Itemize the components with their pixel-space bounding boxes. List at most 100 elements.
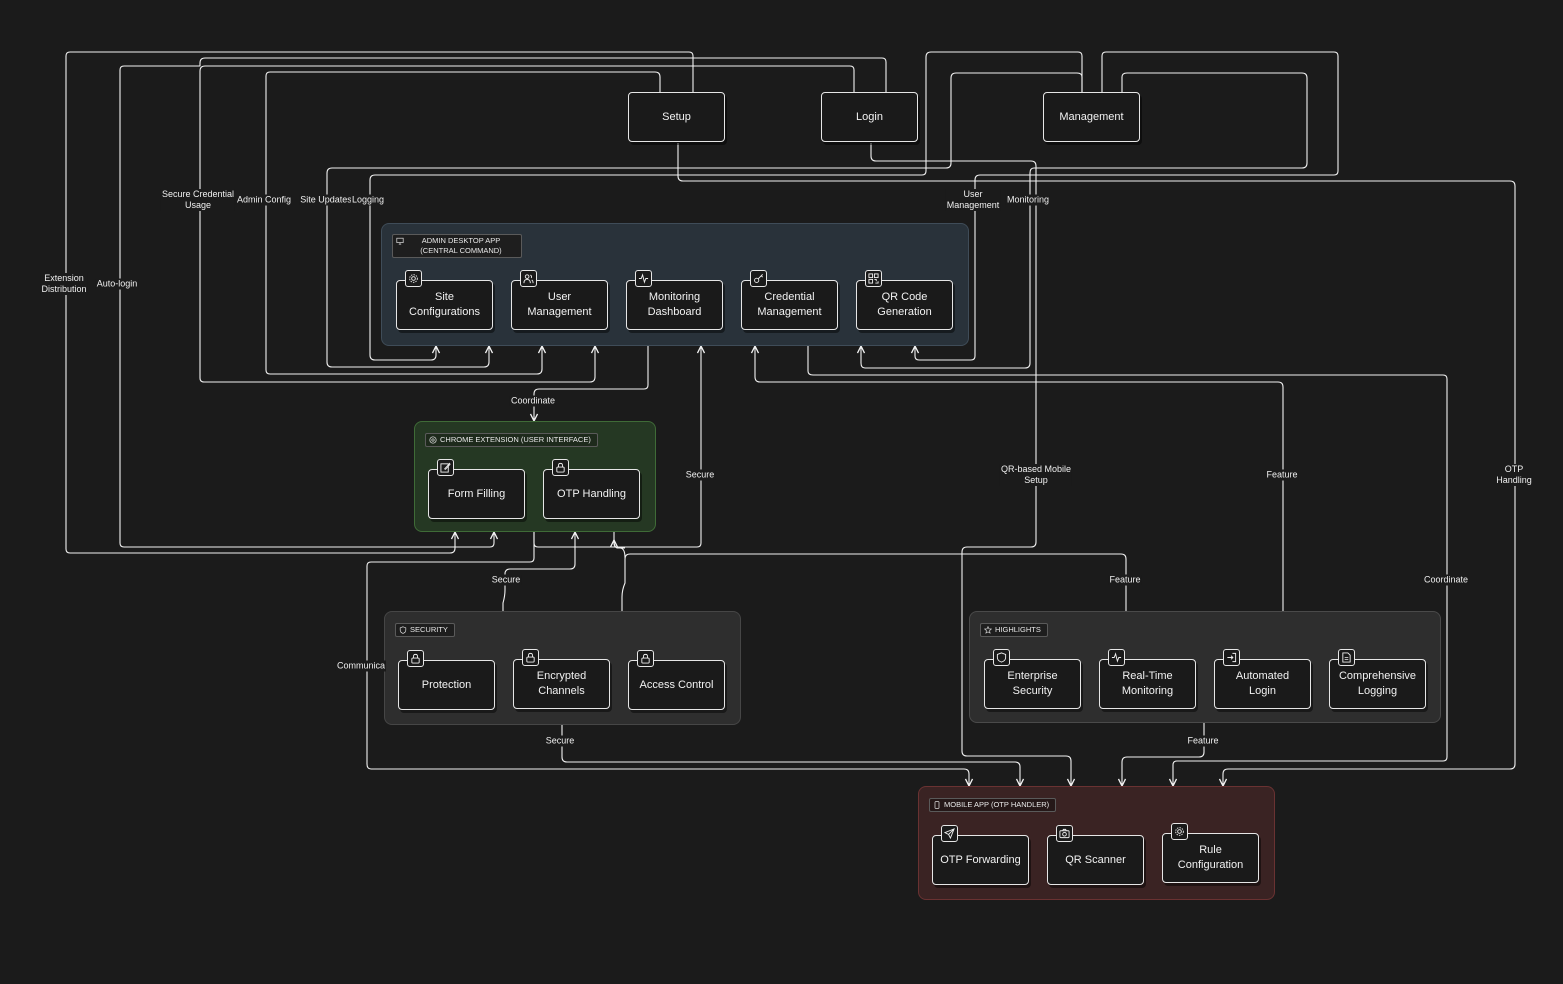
enterprise-security-node: Enterprise Security	[984, 649, 1081, 709]
monitoring-dashboard-node: Monitoring Dashboard	[626, 270, 723, 330]
encrypted-channels-node: Encrypted Channels	[513, 649, 610, 709]
shield-icon	[399, 626, 407, 634]
form-filling-node: Form Filling	[428, 459, 525, 519]
chrome-group-label: CHROME EXTENSION (USER INTERFACE)	[425, 433, 598, 447]
edge-label-secure-chrome: Secure	[490, 574, 522, 586]
real-time-monitoring-label: Real-Time Monitoring	[1121, 670, 1174, 697]
edge-feature-mobile	[1122, 723, 1205, 786]
access-control-node: Access Control	[628, 650, 725, 710]
rule-configuration-label: Rule Configuration	[1177, 844, 1244, 871]
edge-user-management	[915, 51, 1339, 361]
credential-management-label: Credential Management	[757, 291, 822, 318]
admin-group-title: ADMIN DESKTOP APP (CENTRAL COMMAND)	[420, 236, 502, 255]
credential-management-node: Credential Management	[741, 270, 838, 330]
lock-icon	[552, 459, 569, 476]
encrypted-channels-label: Encrypted Channels	[536, 670, 587, 697]
lock-icon	[522, 649, 539, 666]
monitor-icon	[396, 237, 404, 245]
setup-node: Setup	[628, 92, 725, 142]
qr-code-icon	[865, 270, 882, 287]
edge-feature-credential	[755, 346, 1284, 611]
protection-node: Protection	[398, 650, 495, 710]
edit-icon	[437, 459, 454, 476]
qr-scanner-label: QR Scanner	[1065, 853, 1126, 866]
automated-login-label: Automated Login	[1235, 670, 1290, 697]
otp-handling-node: OTP Handling	[543, 459, 640, 519]
edge-label-user-management: User Management	[945, 189, 1001, 211]
automated-login-node: Automated Login	[1214, 649, 1311, 709]
login-node: Login	[821, 92, 918, 142]
edge-feature-otp	[614, 540, 626, 559]
edge-label-extension-distribution: Extension Distribution	[40, 273, 88, 295]
edge-label-qr-mobile-setup: QR-based Mobile Setup	[999, 464, 1073, 486]
form-filling-label: Form Filling	[447, 487, 506, 500]
qr-code-generation-label: QR Code Generation	[877, 291, 932, 318]
edge-auto-login	[119, 57, 887, 548]
lock-icon	[407, 650, 424, 667]
activity-icon	[1108, 649, 1125, 666]
edge-label-coordinate-admin-chrome: Coordinate	[509, 395, 557, 407]
enterprise-security-label: Enterprise Security	[1007, 670, 1058, 697]
key-icon	[750, 270, 767, 287]
edge-label-feature-mobile: Feature	[1186, 735, 1220, 747]
chrome-group-title: CHROME EXTENSION (USER INTERFACE)	[440, 435, 591, 444]
edge-feature-highlights	[613, 532, 1127, 611]
site-configurations-node: Site Configurations	[396, 270, 493, 330]
chrome-icon	[429, 436, 437, 444]
edge-label-secure-credential-usage: Secure Credential Usage	[160, 189, 236, 211]
access-control-label: Access Control	[639, 678, 714, 691]
real-time-monitoring-node: Real-Time Monitoring	[1099, 649, 1196, 709]
shield-icon	[993, 649, 1010, 666]
login-icon	[1223, 649, 1240, 666]
security-group-title: SECURITY	[410, 625, 448, 634]
edge-site-updates	[326, 72, 1083, 368]
edge-label-admin-config: Admin Config	[235, 194, 293, 206]
gear-icon	[1171, 823, 1188, 840]
comprehensive-logging-label: Comprehensive Logging	[1338, 670, 1417, 697]
file-text-icon	[1338, 649, 1355, 666]
admin-group-label: ADMIN DESKTOP APP (CENTRAL COMMAND)	[392, 234, 522, 258]
users-icon	[520, 270, 537, 287]
edge-label-secure-mobile: Secure	[544, 735, 576, 747]
gear-icon	[405, 270, 422, 287]
send-icon	[941, 825, 958, 842]
edge-secure-chrome	[502, 532, 575, 611]
edge-label-coordinate-mobile: Coordinate	[1422, 574, 1470, 586]
management-label: Management	[1059, 110, 1124, 123]
edge-qr-mobile-setup	[870, 143, 1071, 786]
edge-label-site-updates: Site Updates	[299, 194, 353, 206]
protection-label: Protection	[421, 678, 472, 691]
edge-secure-mobile	[561, 725, 1020, 786]
qr-code-generation-node: QR Code Generation	[856, 270, 953, 330]
qr-scanner-node: QR Scanner	[1047, 825, 1144, 885]
monitoring-dashboard-label: Monitoring Dashboard	[647, 291, 702, 318]
edge-admin-config	[265, 71, 661, 375]
edge-monitoring	[861, 72, 1308, 369]
highlights-group-title: HIGHLIGHTS	[995, 625, 1041, 634]
otp-handling-label: OTP Handling	[557, 487, 626, 500]
edge-label-communication: Communica	[335, 660, 387, 672]
activity-icon	[635, 270, 652, 287]
rule-configuration-node: Rule Configuration	[1162, 823, 1259, 883]
edge-label-feature-highlights: Feature	[1108, 574, 1142, 586]
user-management-label: User Management	[527, 291, 592, 318]
login-label: Login	[856, 110, 883, 123]
otp-forwarding-node: OTP Forwarding	[932, 825, 1029, 885]
highlights-group-label: HIGHLIGHTS	[980, 623, 1048, 637]
edge-label-secure-admin: Secure	[684, 469, 716, 481]
edge-label-monitoring: Monitoring	[1005, 194, 1051, 206]
edge-label-otp-handling: OTP Handling	[1489, 464, 1539, 486]
otp-forwarding-label: OTP Forwarding	[940, 853, 1021, 866]
setup-label: Setup	[662, 110, 691, 123]
edge-coordinate-mobile	[807, 346, 1448, 786]
edge-label-auto-login: Auto-login	[95, 278, 139, 290]
edge-label-feature-right: Feature	[1265, 469, 1299, 481]
edge-coordinate-admin-chrome	[534, 346, 649, 421]
mobile-group-title: MOBILE APP (OTP HANDLER)	[944, 800, 1050, 809]
comprehensive-logging-node: Comprehensive Logging	[1329, 649, 1426, 709]
star-icon	[984, 626, 992, 634]
security-group-label: SECURITY	[395, 623, 455, 637]
edge-label-logging: Logging	[350, 194, 386, 206]
mobile-group-label: MOBILE APP (OTP HANDLER)	[929, 798, 1057, 812]
